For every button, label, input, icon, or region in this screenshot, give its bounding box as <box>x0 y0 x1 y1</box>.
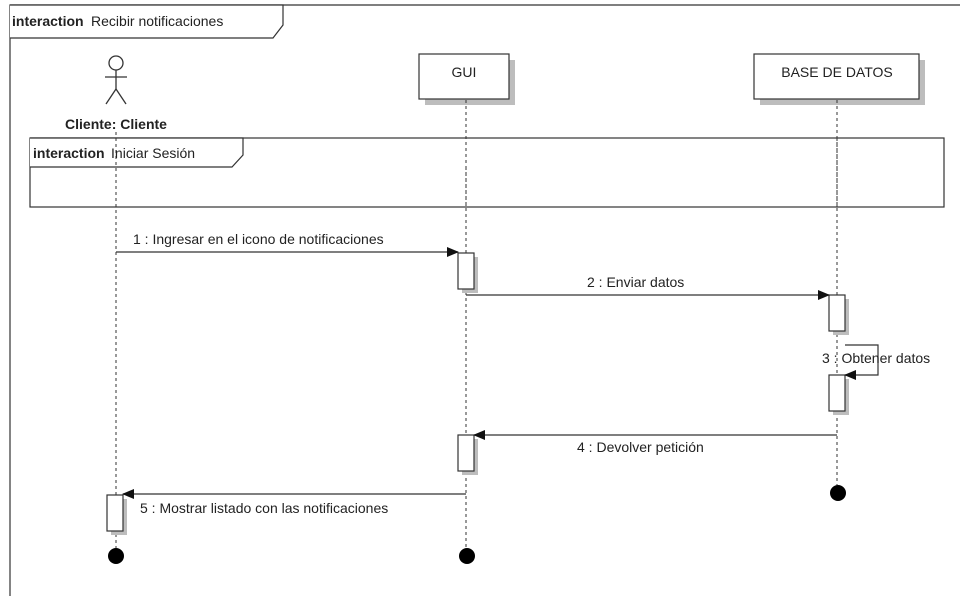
stick-figure-icon <box>105 55 127 105</box>
activation-gui-2 <box>457 434 475 472</box>
activation-gui-1 <box>457 252 475 290</box>
message-5-label: 5 : Mostrar listado con las notificacion… <box>140 500 388 516</box>
message-1: 1 : Ingresar en el icono de notificacion… <box>116 231 459 257</box>
termination-db <box>830 485 846 501</box>
actor-cliente: Cliente: Cliente <box>65 55 167 132</box>
message-4-label: 4 : Devolver petición <box>577 439 704 455</box>
ref-frame-title: interaction Iniciar Sesión <box>33 145 195 162</box>
message-2: 2 : Enviar datos <box>466 274 830 300</box>
ref-frame: interaction Iniciar Sesión <box>29 137 945 208</box>
lifeline-gui-header: GUI <box>418 53 515 105</box>
activation-db-2 <box>828 374 846 412</box>
termination-cliente <box>108 548 124 564</box>
activation-db-1 <box>828 294 846 332</box>
message-5: 5 : Mostrar listado con las notificacion… <box>122 489 466 516</box>
lifeline-gui-label: GUI <box>452 64 477 80</box>
lifeline-db-label: BASE DE DATOS <box>781 64 893 80</box>
message-1-label: 1 : Ingresar en el icono de notificacion… <box>133 231 384 247</box>
message-2-label: 2 : Enviar datos <box>587 274 684 290</box>
termination-gui <box>459 548 475 564</box>
lifeline-db-header: BASE DE DATOS <box>753 53 925 105</box>
message-3-label: 3 : Obtener datos <box>822 350 930 366</box>
actor-label: Cliente: Cliente <box>65 116 167 132</box>
message-3-self: 3 : Obtener datos <box>822 344 930 380</box>
message-4: 4 : Devolver petición <box>473 430 837 455</box>
activation-cliente <box>106 494 124 532</box>
outer-frame-title: interaction Recibir notificaciones <box>12 13 223 30</box>
outer-frame: interaction Recibir notificaciones <box>9 4 960 596</box>
